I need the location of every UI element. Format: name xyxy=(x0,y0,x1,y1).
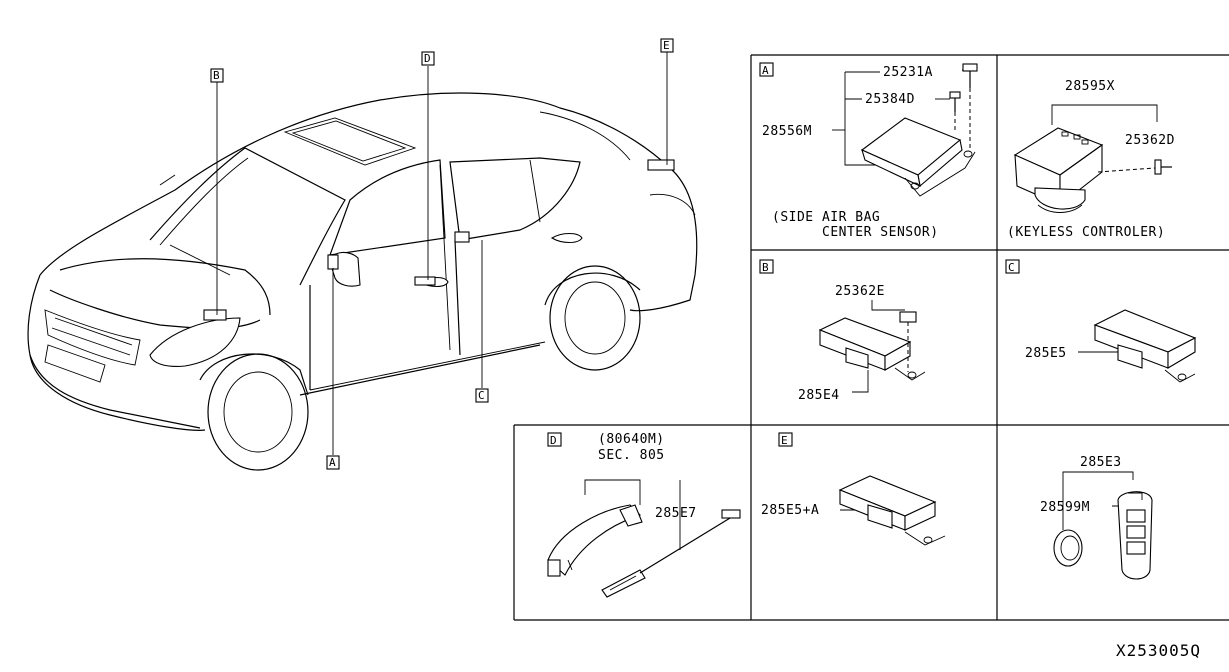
panel-e-tag: E xyxy=(781,434,788,447)
svg-text:E: E xyxy=(663,39,670,52)
screw-icon xyxy=(1154,159,1172,175)
callout-a: A xyxy=(326,268,340,470)
antenna-icon xyxy=(601,509,741,598)
sensor-module-icon xyxy=(1093,309,1197,383)
panel-e: E 285E5+A xyxy=(761,432,946,546)
callout-b: B xyxy=(210,68,224,315)
bolt-icon xyxy=(949,63,978,112)
svg-text:A: A xyxy=(329,456,336,469)
panel-key: 285E3 28599M xyxy=(1040,455,1153,580)
panel-c-tag: C xyxy=(1008,261,1015,274)
panel-keyless: 28595X 25362D (KEYLESS CONTROLER) xyxy=(1007,79,1175,240)
keyless-controller-icon xyxy=(1013,127,1104,213)
part-25362e: 25362E xyxy=(835,284,885,299)
panel-a-caption-2: CENTER SENSOR) xyxy=(822,225,939,240)
airbag-sensor-icon xyxy=(860,117,976,197)
part-28556m: 28556M xyxy=(762,124,812,139)
part-28595x: 28595X xyxy=(1065,79,1115,94)
panel-d: D (80640M) SEC. 805 285E7 xyxy=(547,432,741,598)
sensor-module-icon xyxy=(818,311,926,381)
part-285e5-a: 285E5+A xyxy=(761,503,819,518)
panel-a-caption-1: (SIDE AIR BAG xyxy=(772,210,880,225)
ref-80640m: (80640M) xyxy=(598,432,665,447)
smart-key-icon xyxy=(1117,491,1153,580)
part-28599m: 28599M xyxy=(1040,500,1090,515)
part-285e4: 285E4 xyxy=(798,388,840,403)
callout-e: E xyxy=(660,38,674,165)
part-25231a: 25231A xyxy=(883,65,933,80)
panel-d-tag: D xyxy=(550,434,557,447)
part-285e7: 285E7 xyxy=(655,506,697,521)
panel-b: B 25362E 285E4 xyxy=(759,259,926,403)
part-285e5: 285E5 xyxy=(1025,346,1067,361)
part-25362d: 25362D xyxy=(1125,133,1175,148)
sensor-module-icon xyxy=(838,475,946,546)
callout-d: D xyxy=(421,51,435,280)
svg-text:B: B xyxy=(213,69,220,82)
svg-text:C: C xyxy=(478,389,485,402)
panel-c: C 285E5 xyxy=(1005,259,1197,383)
svg-text:D: D xyxy=(424,52,431,65)
callout-c: C xyxy=(475,240,489,403)
door-handle-icon xyxy=(547,504,643,577)
panel-a: A 25231A 25384D 28556M (SIDE AIR BAG xyxy=(759,62,978,240)
diagram-code: X253005Q xyxy=(1116,641,1201,660)
panel-keyless-caption: (KEYLESS CONTROLER) xyxy=(1007,225,1165,240)
panel-b-tag: B xyxy=(762,261,769,274)
part-25384d: 25384D xyxy=(865,92,915,107)
panel-grid xyxy=(513,54,1229,621)
car-illustration xyxy=(27,92,698,471)
coin-battery-icon xyxy=(1053,529,1083,567)
part-285e3: 285E3 xyxy=(1080,455,1122,470)
ref-sec-805: SEC. 805 xyxy=(598,448,665,463)
panel-a-tag: A xyxy=(762,64,769,77)
